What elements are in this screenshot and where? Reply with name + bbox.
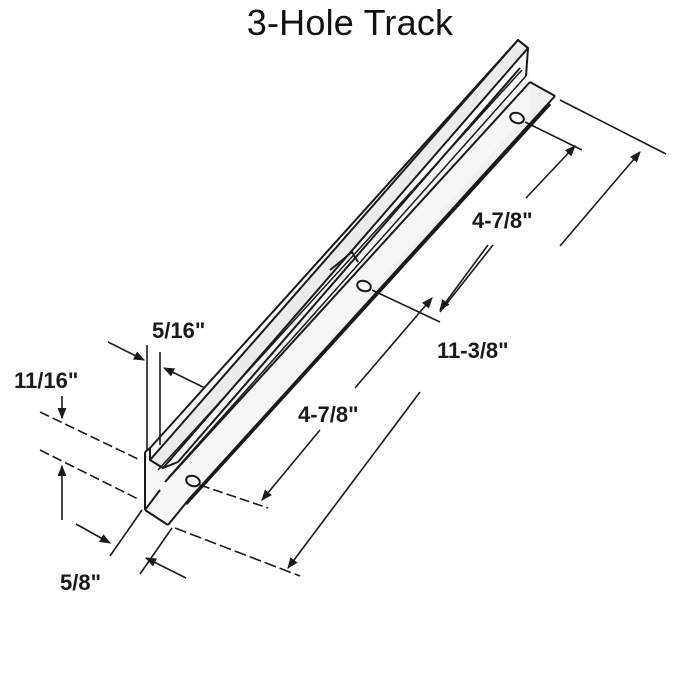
label-hole-spacing-upper: 4-7/8" <box>472 208 533 233</box>
dimension-labels: 5/16" 11/16" 5/8" 4-7/8" 4-7/8" 11-3/8" <box>14 208 533 595</box>
label-overall-length: 11-3/8" <box>437 338 509 363</box>
mounting-holes <box>185 111 525 488</box>
hole-top <box>509 111 525 125</box>
dimension-lines <box>39 99 667 579</box>
track-body <box>144 39 556 526</box>
label-flange-height: 11/16" <box>14 368 78 393</box>
hole-middle <box>356 279 372 293</box>
label-base-width: 5/8" <box>60 570 101 595</box>
diagram-title: 3-Hole Track <box>246 2 454 43</box>
hole-bottom <box>185 474 201 488</box>
label-lip-width: 5/16" <box>152 318 205 343</box>
label-hole-spacing-lower: 4-7/8" <box>298 402 359 427</box>
